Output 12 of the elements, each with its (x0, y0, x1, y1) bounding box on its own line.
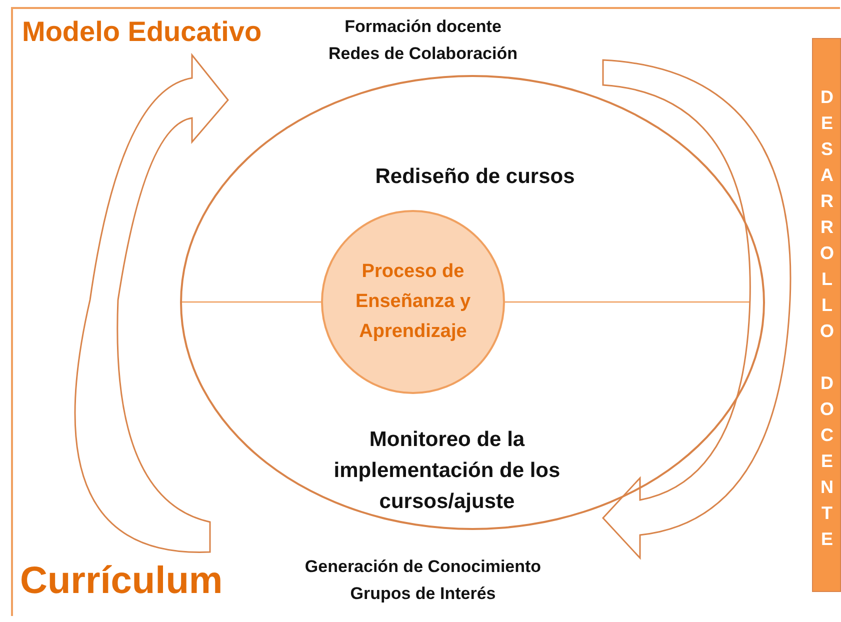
node-text: Proceso de Enseñanza y Aprendizaje (354, 260, 472, 344)
process-ellipse (180, 75, 765, 530)
vertical-banner (812, 38, 841, 592)
node-text: Rediseño de cursos (374, 165, 576, 189)
section-label: Currículum (20, 560, 223, 603)
topic-label: Generación de Conocimiento (304, 557, 542, 577)
diagram-title: Modelo Educativo (22, 16, 262, 48)
topic-label: Formación docente (344, 17, 502, 37)
topic-label: Redes de Colaboración (328, 44, 518, 64)
node-text: Monitoreo de la implementación de los cursos/ajuste (332, 427, 562, 515)
topic-label: Grupos de Interés (349, 584, 497, 604)
node-text: DESARROLLO DOCENTE (816, 86, 837, 557)
